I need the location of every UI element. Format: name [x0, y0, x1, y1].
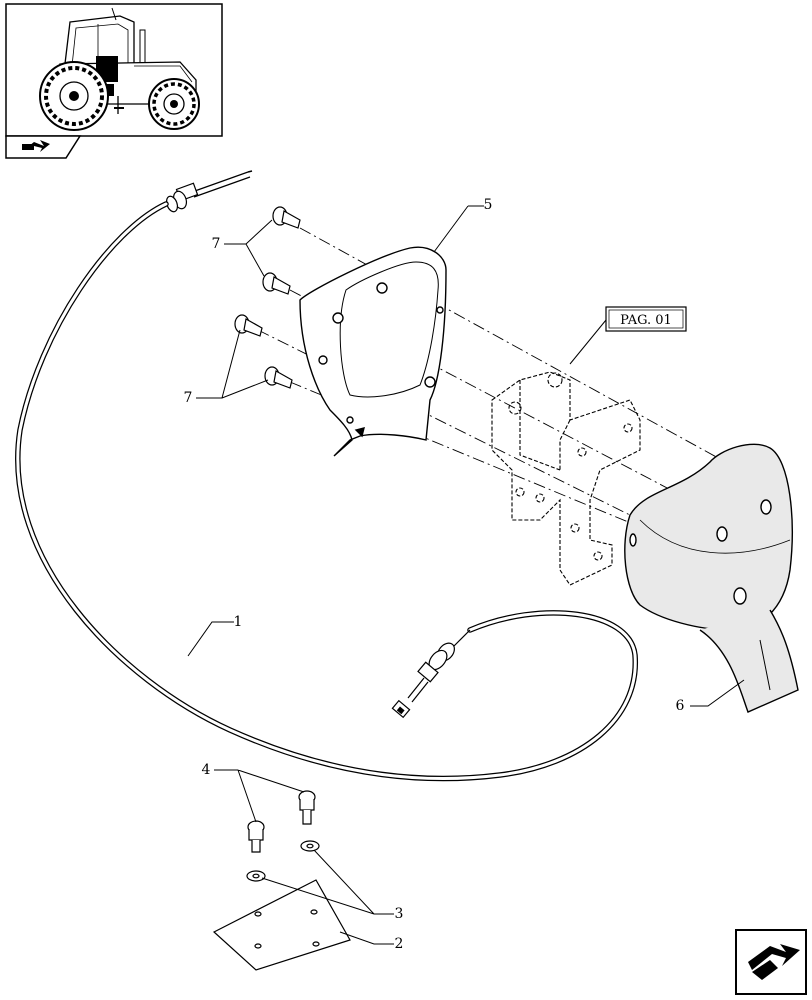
reference-label: PAG. 01 — [620, 313, 672, 328]
callout-4: 4 — [202, 762, 211, 778]
arrow-nav-icon[interactable] — [5, 135, 82, 159]
screw-set-upper — [262, 206, 301, 295]
bracket-reference-part — [491, 371, 641, 586]
callout-3: 3 — [395, 906, 404, 922]
callout-2: 2 — [395, 936, 404, 952]
cable-assembly — [15, 170, 638, 782]
reference-box[interactable]: PAG. 01 — [605, 306, 687, 332]
screw-set-lower — [234, 314, 293, 389]
cover-part-6 — [624, 443, 799, 713]
callout-1: 1 — [234, 614, 243, 630]
cover-part-5 — [299, 246, 447, 457]
tractor-thumbnail-icon[interactable] — [5, 3, 223, 137]
leader-lines — [187, 205, 745, 945]
callout-6: 6 — [676, 698, 685, 714]
callout-7-bottom: 7 — [184, 390, 193, 406]
washers-part-3 — [246, 840, 320, 882]
bolts-part-4 — [247, 790, 316, 853]
callout-5: 5 — [484, 197, 493, 213]
plate-part-2 — [212, 879, 351, 971]
next-page-arrow-icon[interactable] — [735, 929, 807, 995]
callout-7-top: 7 — [212, 236, 221, 252]
